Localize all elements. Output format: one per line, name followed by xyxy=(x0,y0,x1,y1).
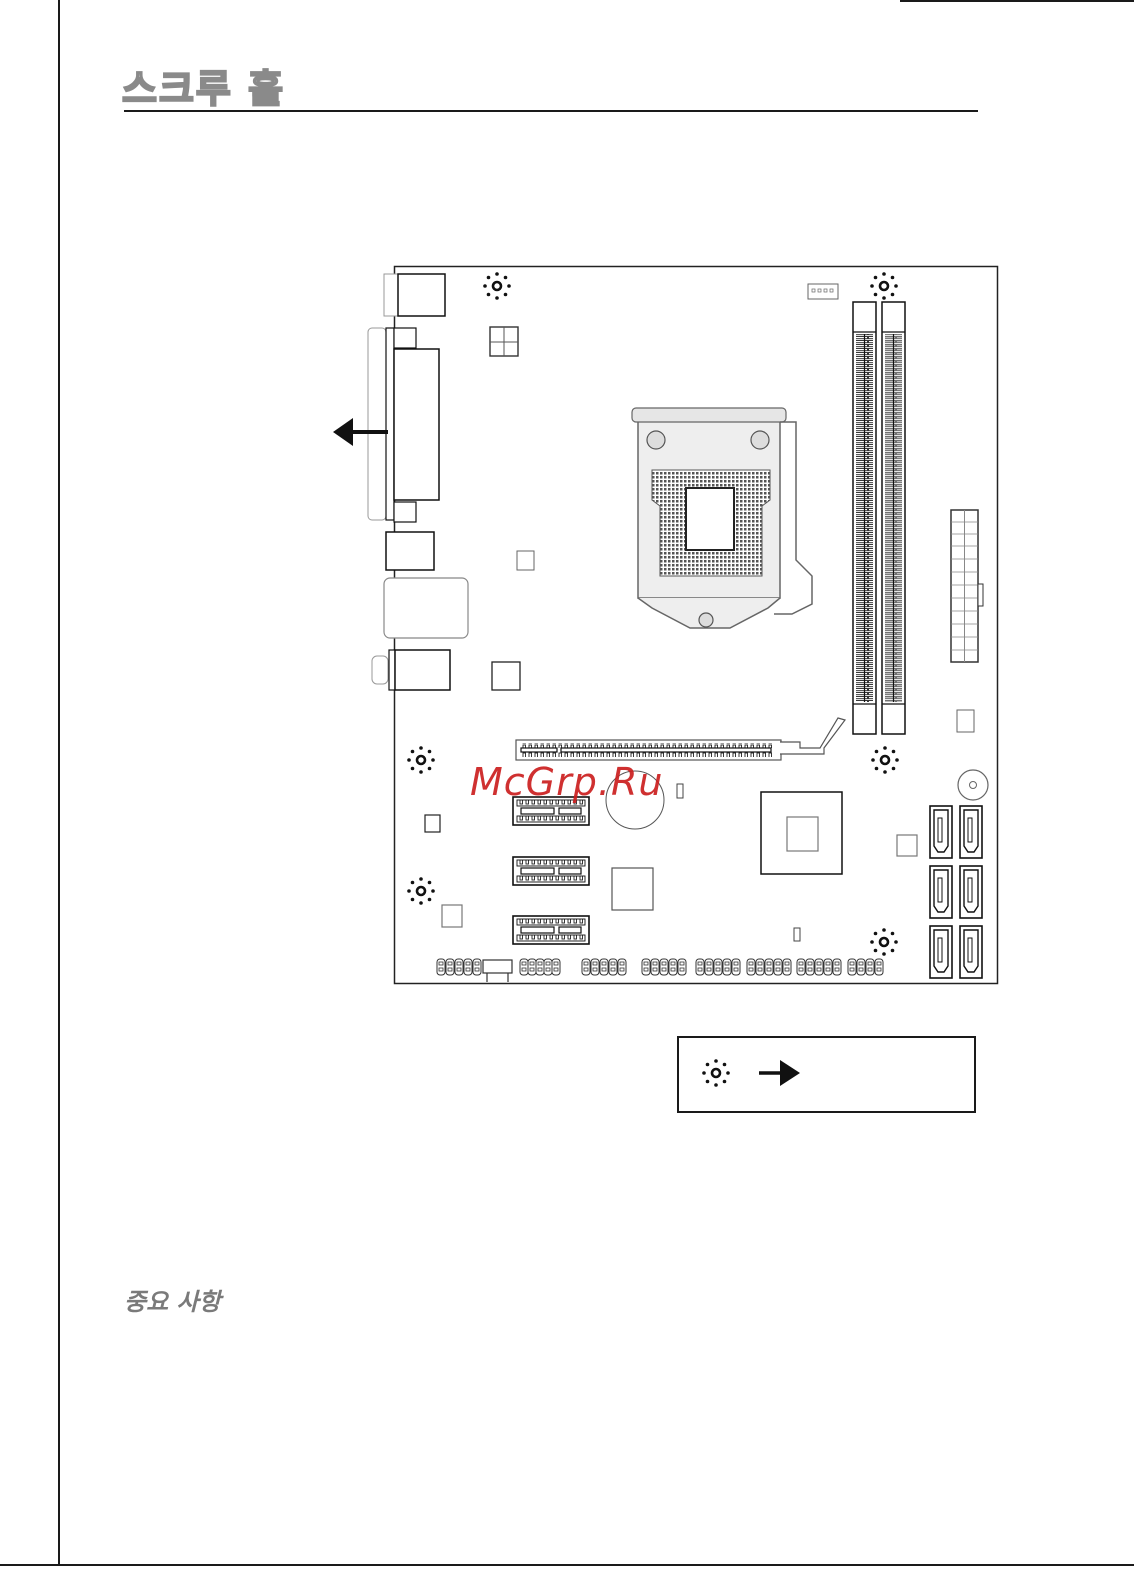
io-panel xyxy=(367,273,469,691)
dimm-slots xyxy=(852,301,906,735)
pcie-x16-slot xyxy=(515,717,847,761)
page-frame-top xyxy=(900,0,1134,2)
cpu-socket xyxy=(631,407,813,629)
important-heading: 중요 사항 xyxy=(124,1288,221,1316)
legend-box xyxy=(677,1036,976,1113)
bottom-headers xyxy=(436,958,884,982)
page-frame-left xyxy=(58,0,60,1566)
watermark: McGrp.Ru xyxy=(470,760,664,804)
title-divider xyxy=(124,110,978,112)
right-arrow-icon xyxy=(759,1060,800,1086)
page-frame-bottom xyxy=(0,1564,1134,1566)
page-title: 스크루 홀 xyxy=(121,66,286,112)
